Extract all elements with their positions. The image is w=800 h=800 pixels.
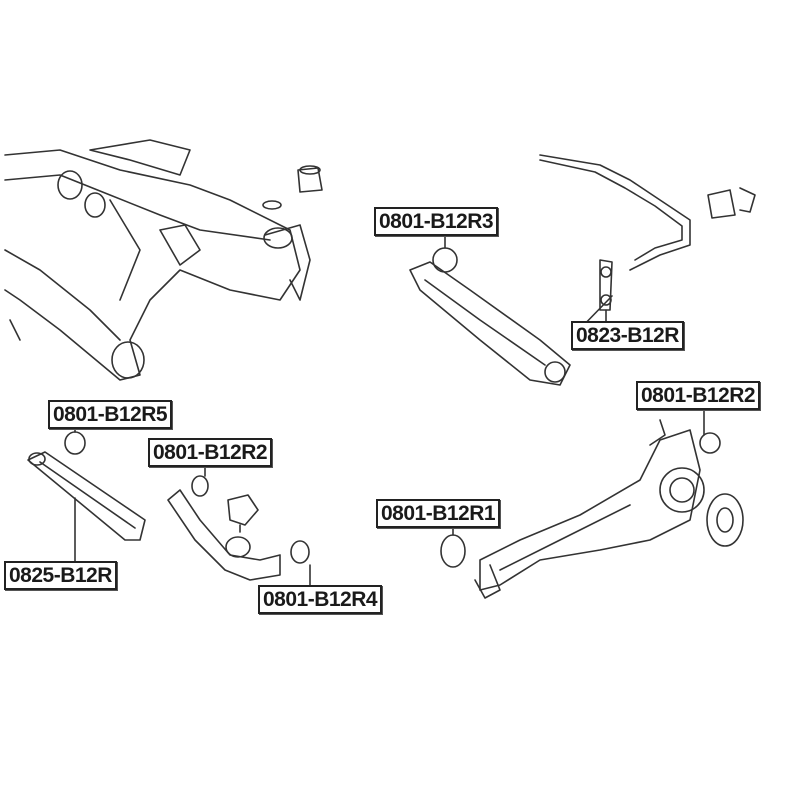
part-label-0801-b12r2-left[interactable]: 0801-B12R2 (148, 438, 273, 467)
lower-lateral-link (27, 426, 146, 562)
part-label-0801-b12r1[interactable]: 0801-B12R1 (376, 499, 501, 528)
part-label-0825-b12r[interactable]: 0825-B12R (4, 561, 117, 590)
part-label-0801-b12r2-right[interactable]: 0801-B12R2 (636, 381, 761, 410)
part-label-0801-b12r3[interactable]: 0801-B12R3 (374, 207, 499, 236)
part-label-0801-b12r5[interactable]: 0801-B12R5 (48, 400, 173, 429)
lower-control-arm (167, 464, 311, 586)
part-label-0823-b12r[interactable]: 0823-B12R (571, 321, 684, 350)
upper-control-arm (409, 234, 571, 386)
rear-subframe (4, 139, 323, 381)
part-label-0801-b12r4[interactable]: 0801-B12R4 (258, 585, 383, 614)
stabilizer-bar (539, 154, 756, 323)
rear-knuckle-assembly (440, 419, 744, 599)
